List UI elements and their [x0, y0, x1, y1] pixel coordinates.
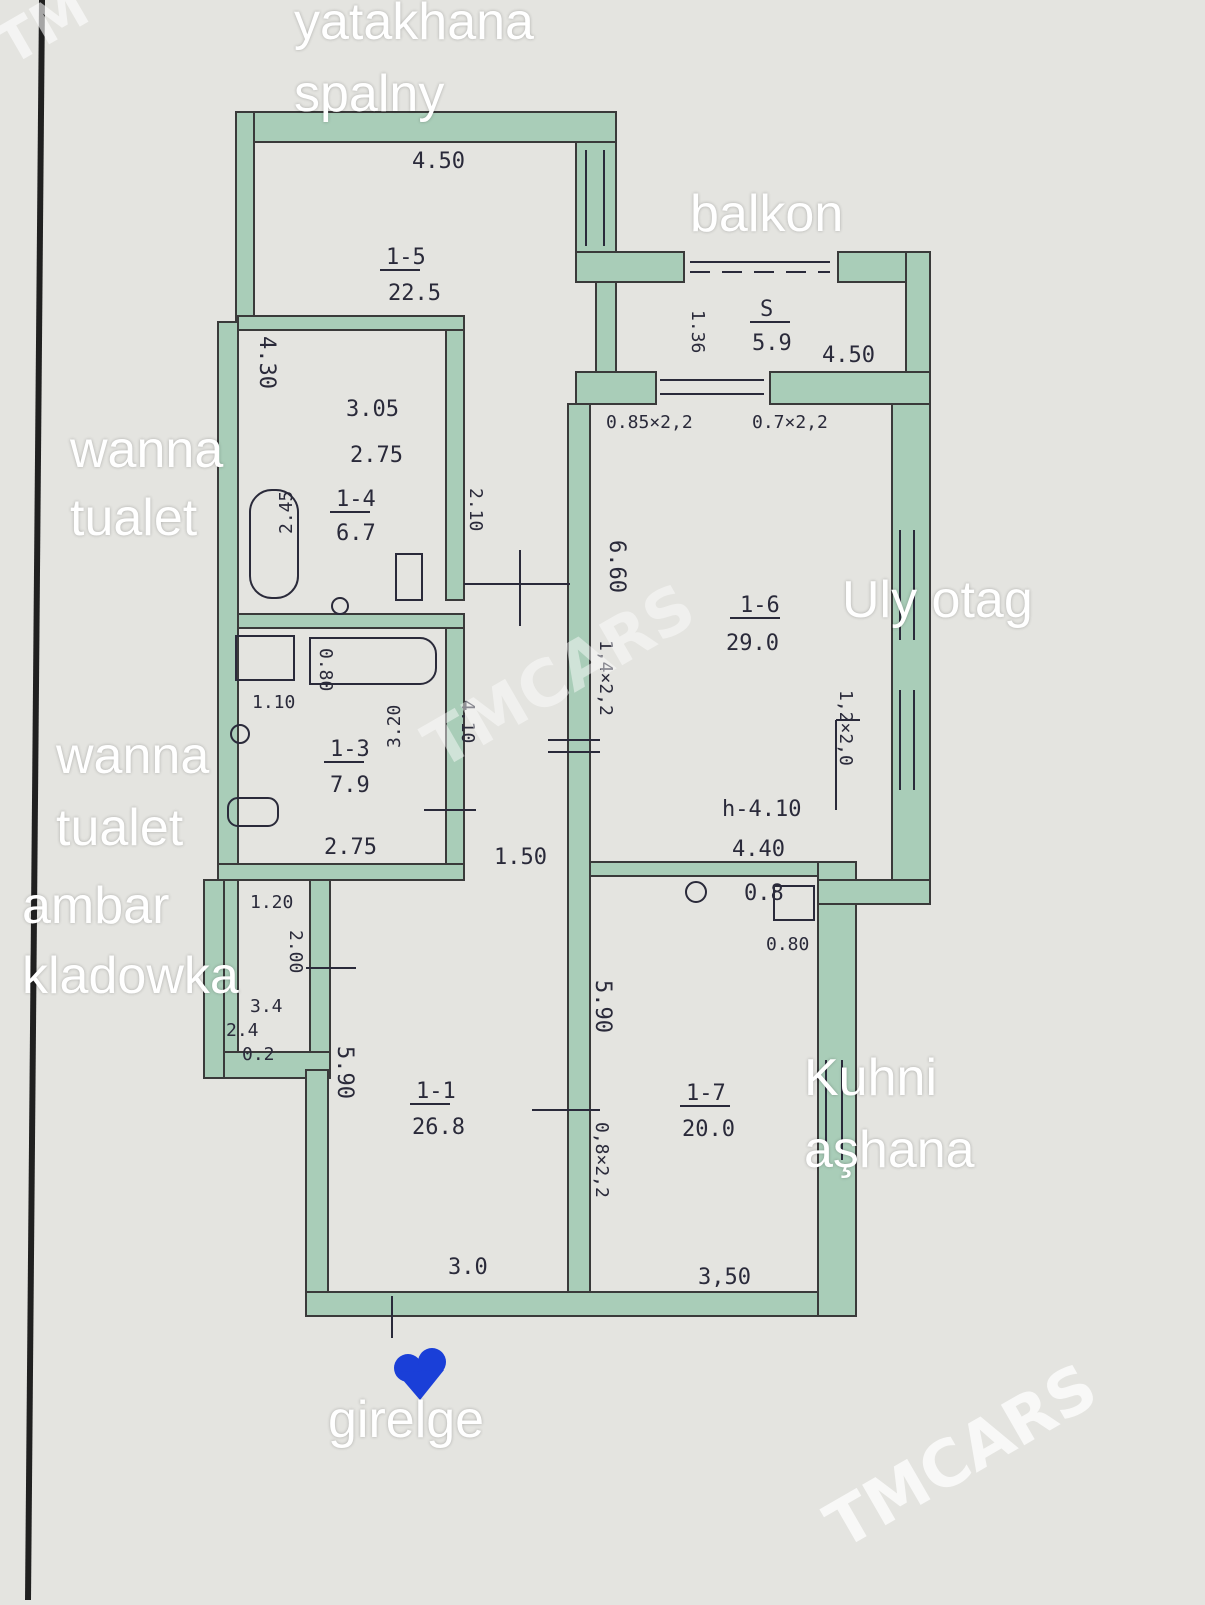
dim-200: 2.00: [285, 930, 306, 973]
dim-275-b: 2.75: [324, 835, 377, 860]
room-15-code: 1-5: [386, 245, 426, 270]
room-17-code: 1-7: [686, 1081, 726, 1106]
label-storage-1: ambar: [22, 877, 170, 935]
wall-bath2-bottom: [217, 863, 465, 881]
dim-350: 3,50: [698, 1265, 751, 1290]
room-15-area: 22.5: [388, 281, 441, 306]
dim-410-b: h-4.10: [722, 797, 801, 822]
wall-hall-left: [305, 1069, 329, 1311]
room-16-code: 1-6: [740, 593, 780, 618]
wall-bath1-right: [445, 329, 465, 601]
dim-24: 2.4: [226, 1020, 259, 1041]
wall-storage-left: [203, 879, 225, 1079]
wall-storage-right: [309, 879, 331, 1071]
bathtub-2: [309, 637, 437, 685]
wall-bedroom-left: [235, 111, 255, 323]
dim-30: 3.0: [448, 1255, 488, 1280]
wall-living-top-right: [769, 371, 931, 405]
dim-08x22: 0,8×2,2: [591, 1122, 612, 1198]
wall-kitchen-east: [817, 861, 857, 1317]
dim-450-top: 4.50: [412, 149, 465, 174]
wall-kitchen-top: [589, 861, 819, 877]
room-11-code: 1-1: [416, 1079, 456, 1104]
gas-meter: [685, 881, 707, 903]
wall-kitchen-notch: [817, 879, 931, 905]
label-bath2-2: tualet: [56, 799, 184, 857]
bathtub-1: [249, 489, 299, 599]
label-entrance: girelge: [328, 1391, 485, 1449]
dim-590-a: 5.90: [332, 1046, 357, 1099]
paper-edge: [25, 0, 45, 1601]
wall-living-east: [891, 403, 931, 905]
room-14-area: 6.7: [336, 521, 376, 546]
dim-136: 1.36: [687, 310, 708, 353]
doors: [306, 550, 600, 1338]
label-bath1-1: wanna: [70, 421, 224, 479]
wall-bottom: [305, 1291, 857, 1317]
room-13-code: 1-3: [330, 737, 370, 762]
toilet-2: [227, 797, 279, 827]
dim-430: 4.30: [254, 336, 279, 389]
sink-2: [235, 635, 295, 681]
windows: [585, 150, 915, 1160]
dim-08: 0.8: [744, 881, 784, 906]
room-s-code: S: [760, 297, 773, 322]
dim-085: 0.85×2,2: [606, 412, 693, 433]
dim-080-b: 0.80: [766, 934, 809, 955]
wall-spine: [567, 403, 591, 1295]
toilet-1: [395, 553, 423, 601]
wall-balcony-east: [905, 251, 931, 383]
label-kitchen-2: aşhana: [804, 1121, 975, 1179]
wall-top: [235, 111, 617, 143]
dim-150: 1.50: [494, 845, 547, 870]
wall-living-top-left: [575, 371, 657, 405]
wall-spine-top: [575, 141, 617, 253]
wall-balcony-left: [575, 251, 685, 283]
room-11-area: 26.8: [412, 1115, 465, 1140]
dim-14x22: 1,4×2,2: [595, 640, 616, 716]
dim-02: 0.2: [242, 1044, 275, 1065]
wall-bath1-bottom: [237, 613, 465, 629]
dim-110: 1.10: [252, 692, 295, 713]
room-17-area: 20.0: [682, 1117, 735, 1142]
dim-305: 3.05: [346, 397, 399, 422]
room-s-area: 5.9: [752, 331, 792, 356]
dim-450-b: 4.50: [822, 343, 875, 368]
dim-210: 2.10: [465, 488, 486, 531]
dim-07: 0.7×2,2: [752, 412, 828, 433]
drain-1: [331, 597, 349, 615]
label-bedroom-1: yatakhana: [294, 0, 534, 51]
room-16-area: 29.0: [726, 631, 779, 656]
dim-275-a: 2.75: [350, 443, 403, 468]
wall-bath1-top: [237, 315, 465, 331]
fixtures: [227, 489, 815, 921]
label-bath1-2: tualet: [70, 489, 198, 547]
room-12-area: 3.4: [250, 996, 283, 1017]
walls: [203, 111, 931, 1317]
dim-590-b: 5.90: [590, 980, 615, 1033]
label-bedroom-2: spalny: [294, 65, 445, 123]
dim-12x22: 1,2×2,0: [835, 690, 856, 766]
dim-440: 4.40: [732, 837, 785, 862]
room-13-area: 7.9: [330, 773, 370, 798]
dim-660: 6.60: [604, 540, 629, 593]
wall-balcony-west: [595, 281, 617, 373]
handwritten-annotations: 4.50 4.30 1-5 22.5 3.05 2.75 2.45 1-4 6.…: [226, 149, 875, 1290]
dim-245: 2.45: [276, 491, 297, 534]
label-kitchen-1: Kuhni: [804, 1049, 937, 1107]
dim-320: 3.20: [384, 705, 405, 748]
room-14-code: 1-4: [336, 487, 376, 512]
entrance-marker: [394, 1348, 446, 1400]
dim-080-a: 0.80: [315, 648, 336, 691]
label-balcony: balkon: [690, 185, 844, 243]
dim-120: 1.20: [250, 892, 293, 913]
dim-410-a: 4.10: [457, 700, 478, 743]
label-storage-2: kladowka: [22, 947, 239, 1005]
label-living: Uly otag: [842, 571, 1033, 629]
drain-2: [230, 724, 250, 744]
label-bath2-1: wanna: [56, 727, 210, 785]
stove: [773, 885, 815, 921]
